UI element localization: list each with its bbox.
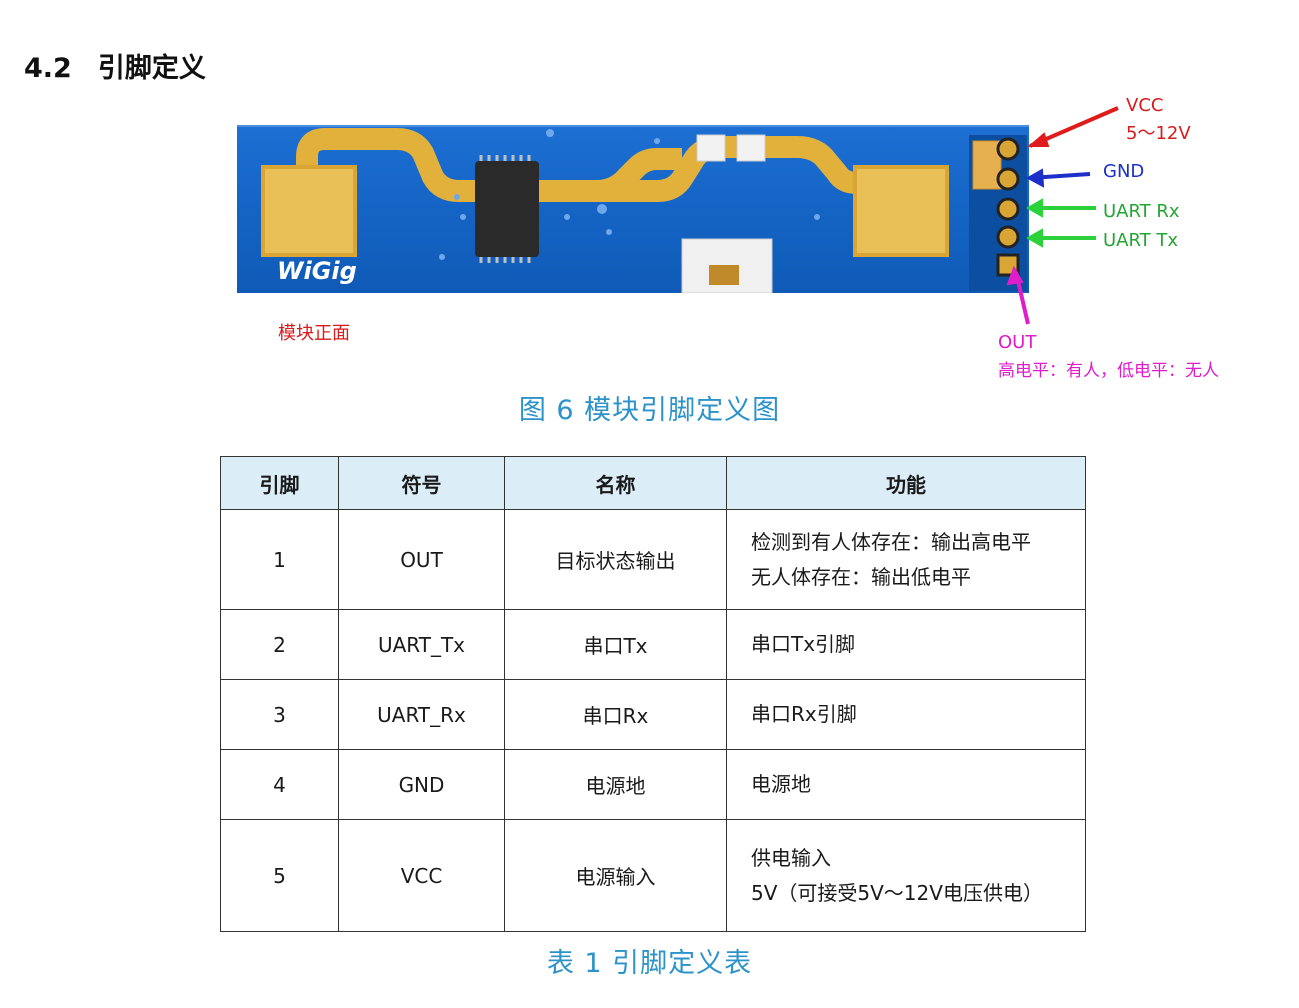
figure-caption: 图 6 模块引脚定义图 (518, 395, 781, 426)
cell-name: 串口Rx (504, 679, 727, 750)
table-caption: 表 1 引脚定义表 (546, 948, 753, 979)
cell-function: 电源地 (726, 749, 1086, 820)
pin-hole-gnd (996, 167, 1020, 191)
cell-symbol: UART_Rx (338, 679, 505, 750)
cell-name: 目标状态输出 (504, 509, 727, 610)
board-logo: WiGig (277, 257, 357, 285)
label-vcc: VCC (1126, 95, 1164, 116)
antenna-trace-left (296, 128, 682, 217)
pcb-board-image: WiGig (237, 125, 1029, 293)
table-row: 4 GND 电源地 电源地 (220, 749, 1086, 820)
ic-chip (475, 161, 539, 257)
function-line: 5V（可接受5V～12V电压供电） (751, 880, 1043, 905)
header-name: 名称 (504, 456, 727, 510)
section-number: 4.2 (24, 53, 72, 84)
cell-pin: 5 (220, 819, 339, 932)
label-out-desc: 高电平：有人，低电平：无人 (998, 361, 1219, 381)
label-uart-rx: UART Rx (1103, 201, 1180, 222)
label-uart-tx: UART Tx (1103, 230, 1179, 251)
smd-component (696, 134, 726, 162)
header-function: 功能 (726, 456, 1086, 510)
section-heading: 4.2 引脚定义 (24, 46, 206, 85)
cell-function: 检测到有人体存在：输出高电平 无人体存在：输出低电平 (726, 509, 1086, 610)
function-line: 供电输入 (751, 845, 831, 870)
cell-symbol: GND (338, 749, 505, 820)
cell-pin: 2 (220, 609, 339, 680)
function-line: 无人体存在：输出低电平 (751, 564, 971, 589)
label-gnd: GND (1103, 161, 1145, 182)
table-row: 5 VCC 电源输入 供电输入 5V（可接受5V～12V电压供电） (220, 819, 1086, 932)
antenna-pad-left (261, 165, 357, 257)
smd-component (736, 134, 766, 162)
pin-hole-tx (996, 225, 1020, 249)
label-front: 模块正面 (278, 323, 350, 344)
cell-function: 串口Rx引脚 (726, 679, 1086, 750)
pin-hole-rx (996, 197, 1020, 221)
cell-function: 供电输入 5V（可接受5V～12V电压供电） (726, 819, 1086, 932)
table-header-row: 引脚 符号 名称 功能 (220, 456, 1086, 510)
cell-pin: 4 (220, 749, 339, 820)
pin-arrows (1006, 106, 1119, 325)
header-symbol: 符号 (338, 456, 505, 510)
pin-definition-table: 引脚 符号 名称 功能 1 OUT 目标状态输出 检测到有人体存在：输出高电平 … (220, 456, 1086, 932)
cell-symbol: OUT (338, 509, 505, 610)
cell-function: 串口Tx引脚 (726, 609, 1086, 680)
led-component (709, 265, 739, 285)
table-row: 2 UART_Tx 串口Tx 串口Tx引脚 (220, 609, 1086, 680)
cell-name: 电源输入 (504, 819, 727, 932)
table-row: 3 UART_Rx 串口Rx 串口Rx引脚 (220, 679, 1086, 750)
cell-symbol: VCC (338, 819, 505, 932)
cell-symbol: UART_Tx (338, 609, 505, 680)
smd-capacitor (972, 140, 1002, 190)
pin-hole-vcc (996, 137, 1020, 161)
label-vcc-range: 5～12V (1126, 123, 1191, 144)
cell-name: 电源地 (504, 749, 727, 820)
function-line: 检测到有人体存在：输出高电平 (751, 529, 1031, 554)
cell-pin: 1 (220, 509, 339, 610)
antenna-pad-right (853, 165, 949, 257)
cell-pin: 3 (220, 679, 339, 750)
label-out: OUT (998, 332, 1037, 353)
table-row: 1 OUT 目标状态输出 检测到有人体存在：输出高电平 无人体存在：输出低电平 (220, 509, 1086, 610)
pcb-artwork (261, 128, 1027, 293)
cell-name: 串口Tx (504, 609, 727, 680)
header-pin: 引脚 (220, 456, 339, 510)
section-title: 引脚定义 (97, 53, 206, 84)
